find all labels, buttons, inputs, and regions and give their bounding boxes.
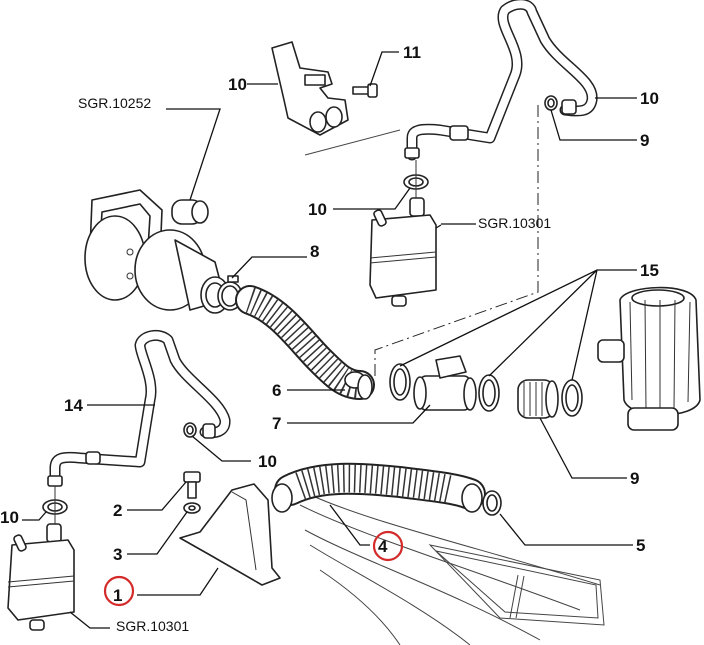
callout-10-lower-tank[interactable]: 10 bbox=[0, 508, 19, 527]
callout-15[interactable]: 15 bbox=[640, 261, 659, 280]
air-flow-meter-7[interactable] bbox=[413, 355, 477, 411]
washer-3[interactable] bbox=[183, 502, 201, 514]
callout-13[interactable]: 10 bbox=[228, 75, 247, 94]
callout-8[interactable]: 8 bbox=[310, 242, 319, 261]
clamp-5[interactable] bbox=[482, 490, 502, 516]
air-filter[interactable] bbox=[597, 286, 701, 431]
callout-4[interactable]: 4 bbox=[378, 537, 388, 556]
callout-10-lower-clamp[interactable]: 10 bbox=[258, 452, 277, 471]
callout-9[interactable]: 9 bbox=[630, 469, 639, 488]
turbocharger[interactable] bbox=[84, 189, 230, 314]
breather-hose-11[interactable] bbox=[47, 329, 231, 487]
reference-labels: SGR.10252 SGR.10301 SGR.10301 bbox=[78, 95, 551, 634]
oil-separator-tank-lower[interactable] bbox=[7, 523, 75, 631]
ref-tank-lower[interactable]: SGR.10301 bbox=[116, 618, 189, 634]
callout-3[interactable]: 3 bbox=[113, 545, 122, 564]
seal-10-upper[interactable] bbox=[403, 160, 429, 200]
clamp-10-upper-right[interactable] bbox=[544, 95, 558, 111]
bellows-sleeve-9[interactable] bbox=[517, 379, 559, 419]
callout-2[interactable]: 2 bbox=[113, 501, 122, 520]
turbo-intake-hose-6[interactable] bbox=[235, 285, 375, 400]
ref-turbocharger[interactable]: SGR.10252 bbox=[78, 95, 151, 111]
callout-10-upper-right[interactable]: 9 bbox=[640, 131, 649, 150]
highlight-circle-1 bbox=[103, 575, 135, 607]
callout-5[interactable]: 5 bbox=[636, 536, 645, 555]
callout-10-upper-tank[interactable]: 10 bbox=[308, 200, 327, 219]
callout-11[interactable]: 14 bbox=[64, 396, 83, 415]
callout-7[interactable]: 7 bbox=[272, 414, 281, 433]
leader-lines bbox=[22, 51, 637, 629]
bracket-13[interactable] bbox=[271, 41, 401, 156]
callout-1[interactable]: 1 bbox=[113, 586, 122, 605]
highlight-circle-4 bbox=[372, 530, 404, 562]
oil-separator-tank-upper[interactable] bbox=[369, 197, 437, 307]
assembly-axis-lines bbox=[374, 105, 539, 377]
clamps-15[interactable] bbox=[389, 363, 583, 417]
car-body-outline bbox=[299, 489, 605, 645]
callout-6[interactable]: 6 bbox=[272, 381, 281, 400]
bolt-2[interactable] bbox=[183, 471, 201, 499]
breather-hose-12[interactable] bbox=[404, 0, 598, 161]
seal-10-lower[interactable] bbox=[42, 486, 68, 525]
corrugated-hose-4[interactable] bbox=[271, 462, 486, 513]
callout-14[interactable]: 11 bbox=[403, 43, 421, 62]
callout-12[interactable]: 10 bbox=[640, 89, 659, 108]
duct-bracket-1[interactable] bbox=[179, 483, 281, 586]
callout-labels: 10 11 10 9 10 8 15 6 7 14 10 9 2 10 3 4 … bbox=[0, 43, 659, 605]
ref-tank-upper[interactable]: SGR.10301 bbox=[478, 215, 551, 231]
clamp-10-lower[interactable] bbox=[183, 422, 197, 438]
screw-14[interactable] bbox=[352, 83, 378, 98]
